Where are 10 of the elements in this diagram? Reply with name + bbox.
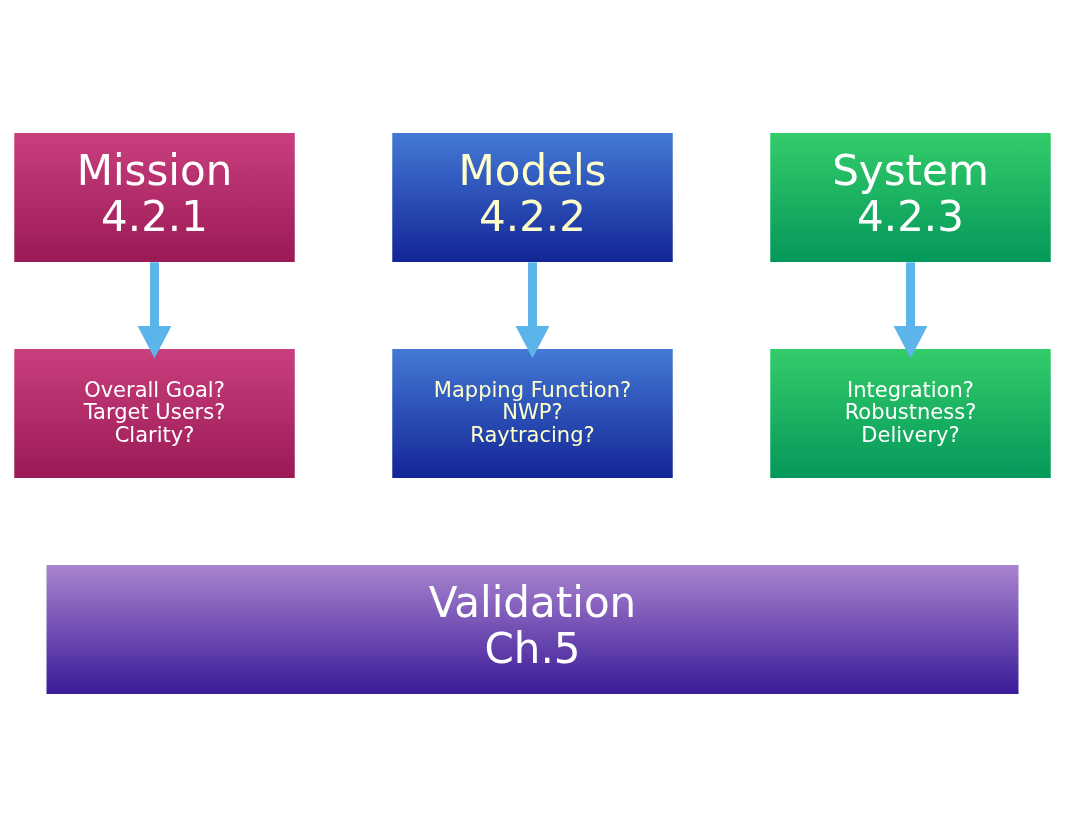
node-box: System 4.2.3: [770, 132, 1051, 262]
arrow: [137, 261, 172, 358]
node-box: Models 4.2.2: [392, 132, 673, 262]
arrow: [893, 261, 928, 358]
node-box: Mapping Function? NWP? Raytracing?: [392, 348, 673, 478]
arrow: [515, 261, 550, 358]
node-box: Validation Ch.5: [46, 564, 1019, 694]
node-box: Overall Goal? Target Users? Clarity?: [14, 348, 295, 478]
node-box: Mission 4.2.1: [14, 132, 295, 262]
node-box: Integration? Robustness? Delivery?: [770, 348, 1051, 478]
